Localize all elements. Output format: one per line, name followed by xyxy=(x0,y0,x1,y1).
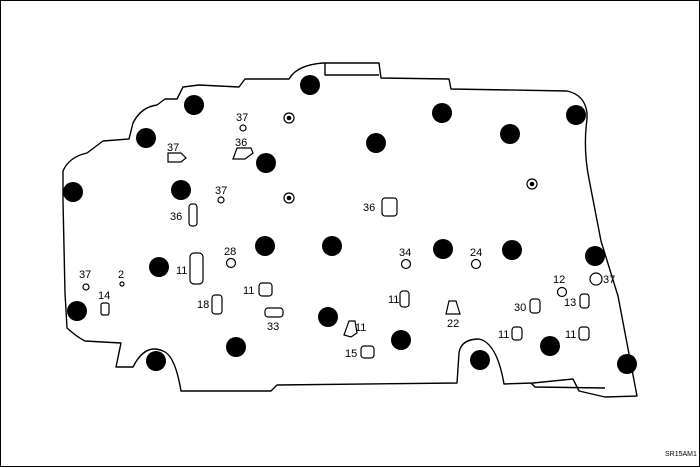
label-37: 37 xyxy=(167,142,179,154)
bolt-hole xyxy=(171,180,191,200)
port-30 xyxy=(529,298,541,314)
callout-labels: 37 36 37 37 36 36 28 11 34 24 37 2 14 11… xyxy=(79,112,615,360)
bolt-hole xyxy=(366,133,386,153)
port-33 xyxy=(264,307,284,318)
label-11: 11 xyxy=(243,285,254,297)
bolt-hole xyxy=(300,75,320,95)
label-37: 37 xyxy=(79,269,91,281)
port-18 xyxy=(211,294,223,315)
label-11: 11 xyxy=(355,322,366,334)
port-37-right xyxy=(589,272,603,286)
label-24: 24 xyxy=(470,247,482,259)
port-14 xyxy=(100,302,110,316)
port-13 xyxy=(579,293,590,309)
label-33: 33 xyxy=(267,321,279,333)
bolt-hole xyxy=(617,354,637,374)
label-34: 34 xyxy=(399,247,411,259)
label-36: 36 xyxy=(170,211,182,223)
bolt-hole xyxy=(585,246,605,266)
bolt-hole xyxy=(136,128,156,148)
bolt-hole xyxy=(184,95,204,115)
bolt-hole xyxy=(502,240,522,260)
port-24 xyxy=(470,258,482,270)
port-34 xyxy=(400,258,412,270)
ports xyxy=(82,124,603,359)
label-18: 18 xyxy=(197,299,209,311)
port-2 xyxy=(119,281,125,287)
bolt-hole xyxy=(500,124,520,144)
bolt-hole xyxy=(322,236,342,256)
port-11-angled xyxy=(343,320,358,338)
port-37-top xyxy=(239,124,247,132)
label-2: 2 xyxy=(118,269,124,281)
valve-body-outline xyxy=(62,62,638,398)
label-11: 11 xyxy=(565,329,576,341)
label-11: 11 xyxy=(498,329,509,341)
label-11: 11 xyxy=(388,294,399,306)
bolt-hole xyxy=(67,301,87,321)
label-37: 37 xyxy=(603,274,615,286)
port-11-far-right xyxy=(578,326,590,341)
bolt-hole xyxy=(318,307,338,327)
bolt-holes xyxy=(63,75,637,374)
bolt-hole xyxy=(433,239,453,259)
top-boss-contour xyxy=(324,63,379,76)
port-12 xyxy=(556,286,568,298)
port-37-far-left xyxy=(82,283,90,291)
bolt-hole xyxy=(470,350,490,370)
figure-code: SR15AM1 xyxy=(665,451,697,458)
bolt-hole xyxy=(432,103,452,123)
bolt-hole xyxy=(146,351,166,371)
port-36-left xyxy=(188,203,198,227)
dowel-hole xyxy=(526,178,538,190)
bolt-hole xyxy=(226,337,246,357)
label-36: 36 xyxy=(235,137,247,149)
bolt-hole xyxy=(149,257,169,277)
label-13: 13 xyxy=(564,297,576,309)
port-11-tall xyxy=(189,252,204,285)
port-36-top xyxy=(232,147,254,160)
port-36-right xyxy=(381,197,398,217)
bolt-hole xyxy=(391,330,411,350)
label-30: 30 xyxy=(514,302,526,314)
label-28: 28 xyxy=(224,246,236,258)
port-37-small xyxy=(217,196,225,204)
port-28 xyxy=(225,257,237,269)
port-11-mid xyxy=(258,282,273,297)
dowel-hole xyxy=(283,192,295,204)
bolt-hole xyxy=(256,153,276,173)
label-36: 36 xyxy=(363,202,375,214)
dowel-hole xyxy=(283,112,295,124)
label-37: 37 xyxy=(215,185,227,197)
label-15: 15 xyxy=(345,348,357,360)
bolt-hole xyxy=(255,236,275,256)
port-11-right xyxy=(511,326,523,341)
dowel-holes xyxy=(283,112,538,204)
bolt-hole xyxy=(63,182,83,202)
port-37-left xyxy=(167,152,187,163)
port-15 xyxy=(360,345,375,359)
port-11-center xyxy=(399,290,410,308)
label-14: 14 xyxy=(98,290,110,302)
label-22: 22 xyxy=(447,318,459,330)
bottom-right-contour xyxy=(530,382,606,389)
port-22 xyxy=(445,300,461,315)
label-12: 12 xyxy=(553,274,565,286)
label-37: 37 xyxy=(236,112,248,124)
bolt-hole xyxy=(540,336,560,356)
bolt-hole xyxy=(566,105,586,125)
label-11: 11 xyxy=(176,265,187,277)
